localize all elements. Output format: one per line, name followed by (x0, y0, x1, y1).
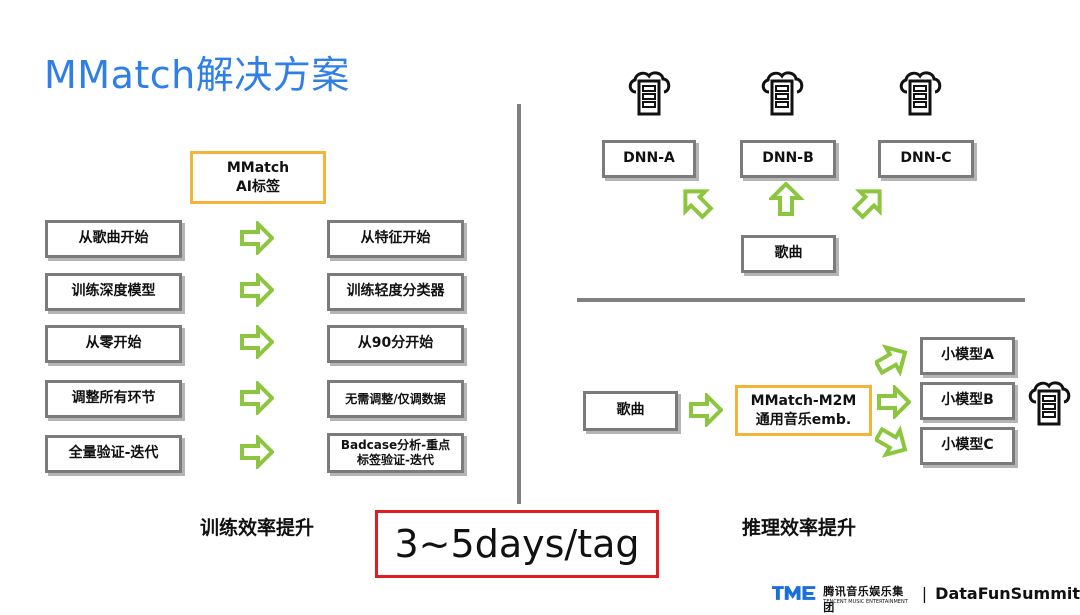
to-box-5-line2: 标签验证-迭代 (357, 453, 434, 467)
from-box-1: 从歌曲开始 (45, 220, 182, 258)
to-box-5: Badcase分析-重点 标签验证-迭代 (327, 433, 464, 473)
song-input-box-bottom: 歌曲 (583, 391, 678, 431)
footer: 腾讯音乐娱乐集团 TENCENT MUSIC ENTERTAINMENT | D… (770, 582, 1080, 614)
training-efficiency-caption: 训练效率提升 (200, 517, 315, 539)
small-model-b-box: 小模型B (920, 382, 1015, 420)
cloud-server-icon (628, 71, 671, 116)
arrow-right-icon (240, 274, 274, 306)
arrow-right-icon (877, 386, 911, 418)
inference-efficiency-caption: 推理效率提升 (742, 517, 857, 539)
horizontal-divider (577, 298, 1025, 302)
to-box-1: 从特征开始 (327, 220, 464, 258)
cloud-server-icon (761, 71, 804, 116)
mmatch-m2m-line2: 通用音乐emb. (755, 411, 852, 428)
to-box-2: 训练轻度分类器 (327, 273, 464, 311)
days-per-tag-highlight: 3~5days/tag (375, 510, 659, 578)
arrow-right-icon (240, 222, 274, 254)
dnn-a-box: DNN-A (602, 140, 696, 178)
from-box-4: 调整所有环节 (45, 380, 182, 418)
arrow-up-right-icon (875, 343, 911, 379)
mmatch-ai-tag-line2: AI标签 (235, 178, 281, 195)
vertical-divider (517, 104, 521, 504)
arrow-right-icon (240, 326, 274, 358)
small-model-a-box: 小模型A (920, 337, 1015, 375)
arrow-up-left-icon (679, 185, 715, 221)
datafun-summit-label: DataFunSummit (935, 583, 1080, 603)
to-box-4: 无需调整/仅调数据 (327, 380, 464, 418)
mmatch-ai-tag-box: MMatch AI标签 (190, 151, 326, 204)
to-box-3: 从90分开始 (327, 325, 464, 363)
arrow-up-icon (770, 182, 802, 216)
footer-separator: | (921, 583, 928, 603)
to-box-5-line1: Badcase分析-重点 (340, 438, 451, 452)
arrow-up-right-icon (852, 185, 888, 221)
mmatch-m2m-box: MMatch-M2M 通用音乐emb. (735, 385, 872, 436)
mmatch-ai-tag-line1: MMatch (226, 160, 290, 177)
arrow-down-right-icon (875, 425, 911, 461)
arrow-right-icon (240, 382, 274, 414)
arrow-right-icon (689, 394, 723, 426)
mmatch-m2m-line1: MMatch-M2M (750, 393, 857, 410)
from-box-2: 训练深度模型 (45, 273, 182, 311)
tme-logo-icon (771, 586, 816, 600)
small-model-c-box: 小模型C (920, 427, 1015, 465)
page-title: MMatch解决方案 (44, 53, 350, 97)
dnn-b-box: DNN-B (740, 140, 836, 178)
cloud-server-icon (1028, 381, 1071, 426)
arrow-right-icon (240, 436, 274, 468)
song-input-box-top: 歌曲 (741, 235, 836, 273)
cloud-server-icon (899, 71, 942, 116)
dnn-c-box: DNN-C (878, 140, 974, 178)
from-box-3: 从零开始 (45, 325, 182, 363)
tme-brand-en: TENCENT MUSIC ENTERTAINMENT (823, 599, 908, 605)
from-box-5: 全量验证-迭代 (45, 435, 182, 473)
